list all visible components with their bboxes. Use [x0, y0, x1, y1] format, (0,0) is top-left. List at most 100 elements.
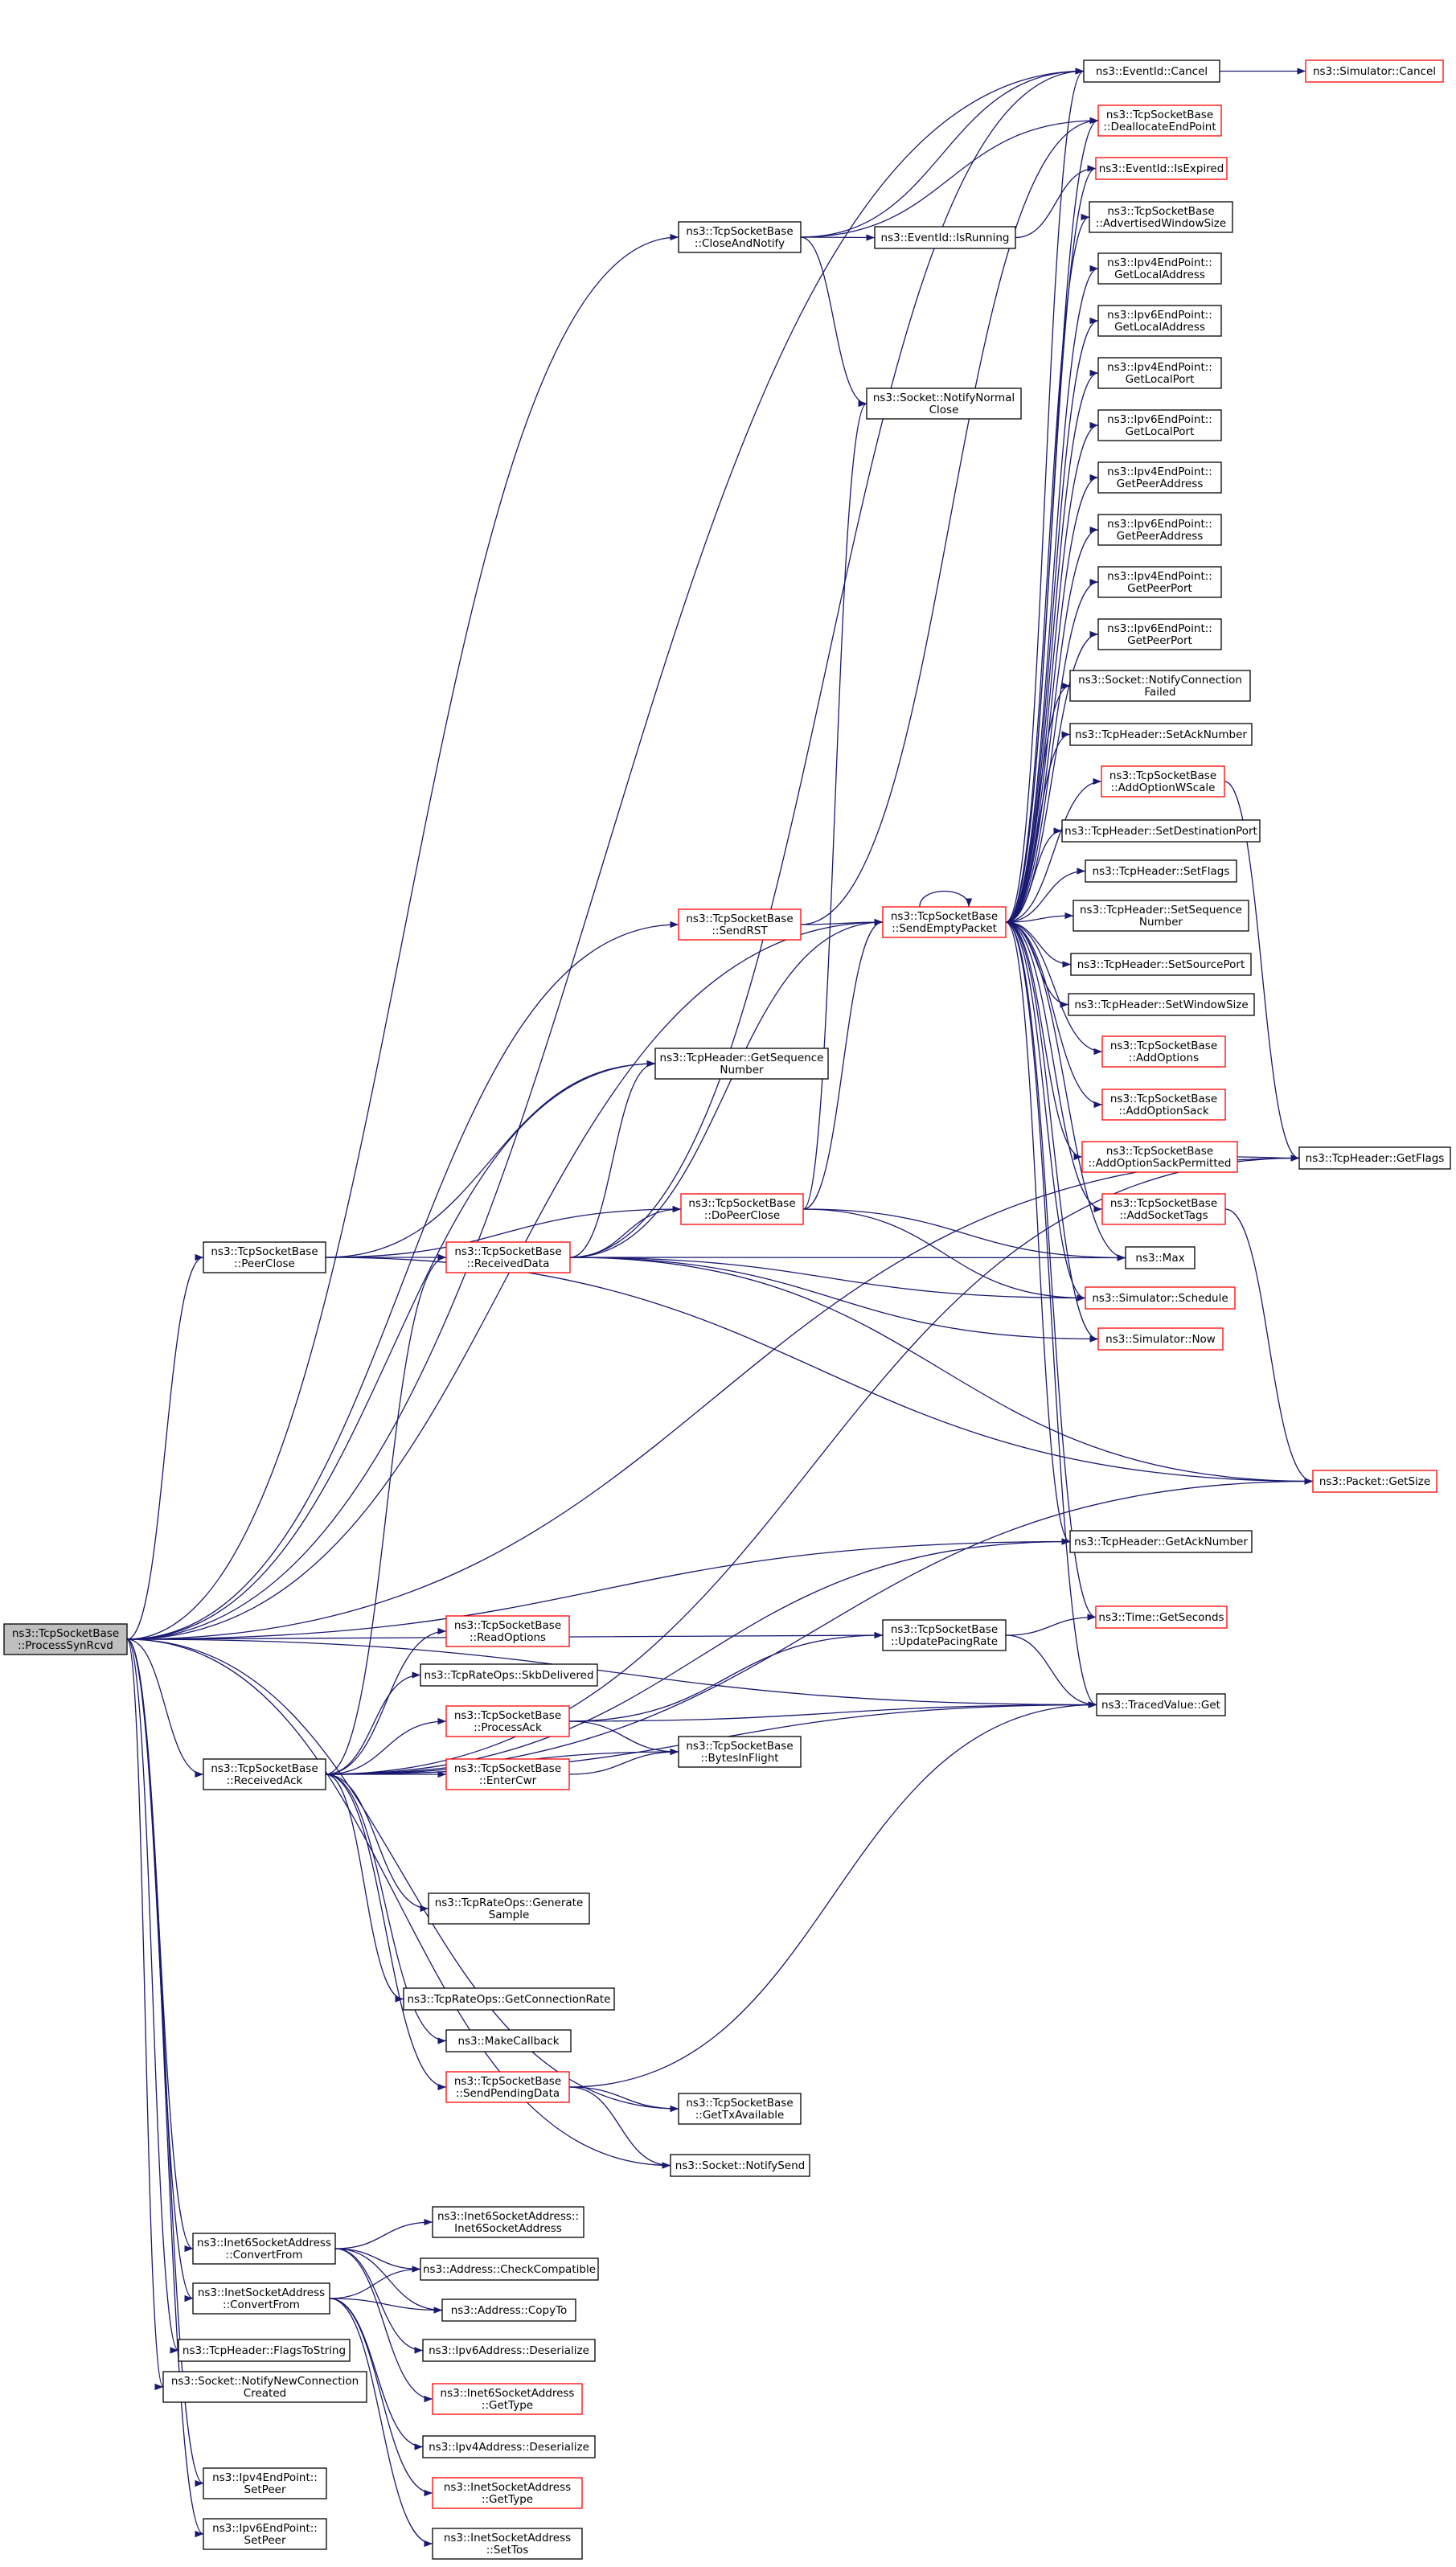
node-isrunning[interactable]: ns3::EventId::IsRunning [874, 226, 1016, 249]
node-ipv4lport[interactable]: ns3::Ipv4EndPoint::GetLocalPort [1097, 357, 1222, 389]
node-sendempty[interactable]: ns3::TcpSocketBase::SendEmptyPacket [882, 906, 1007, 938]
node-label-peerclose-line1: ::PeerClose [234, 1257, 295, 1270]
node-label-closeandnotify-line1: ::CloseAndNotify [695, 237, 785, 250]
node-addsack[interactable]: ns3::TcpSocketBase::AddOptionSack [1101, 1089, 1226, 1121]
node-label-advwin-line0: ns3::TcpSocketBase [1107, 205, 1214, 218]
node-getseconds[interactable]: ns3::Time::GetSeconds [1095, 1605, 1228, 1629]
node-getacknum[interactable]: ns3::TcpHeader::GetAckNumber [1069, 1530, 1253, 1553]
node-label-gettxavail-line0: ns3::TcpSocketBase [686, 2097, 793, 2110]
node-box-addoptions [1101, 1035, 1226, 1068]
node-ipv4setpeer[interactable]: ns3::Ipv4EndPoint::SetPeer [203, 2467, 327, 2499]
node-box-isexpired [1095, 157, 1228, 180]
node-bytesinflight[interactable]: ns3::TcpSocketBase::BytesInFlight [678, 1736, 802, 1768]
node-inettype[interactable]: ns3::InetSocketAddress::GetType [432, 2477, 583, 2509]
node-label-ipv4lport-line0: ns3::Ipv4EndPoint:: [1107, 361, 1212, 374]
node-addsackperm[interactable]: ns3::TcpSocketBase::AddOptionSackPermitt… [1081, 1141, 1238, 1173]
node-getconnrate[interactable]: ns3::TcpRateOps::GetConnectionRate [403, 1987, 615, 2011]
node-simcancel[interactable]: ns3::Simulator::Cancel [1305, 59, 1444, 83]
node-box-peerclose [203, 1241, 326, 1273]
node-box-simcancel [1305, 59, 1444, 83]
node-skbdelivered[interactable]: ns3::TcpRateOps::SkbDelivered [420, 1663, 598, 1687]
node-closeandnotify[interactable]: ns3::TcpSocketBase::CloseAndNotify [678, 221, 802, 253]
edge-dopeerclose-to-sendempty [802, 918, 884, 1210]
edge-sendempty-to-ipv6local [1005, 318, 1099, 923]
node-ipv6setpeer[interactable]: ns3::Ipv6EndPoint::SetPeer [203, 2518, 327, 2550]
node-setsport[interactable]: ns3::TcpHeader::SetSourcePort [1070, 953, 1252, 976]
node-label-bytesinflight-line0: ns3::TcpSocketBase [686, 1740, 793, 1753]
node-label-gettxavail-line1: ::GetTxAvailable [695, 2109, 785, 2122]
node-inet6type[interactable]: ns3::Inet6SocketAddress::GetType [432, 2383, 583, 2415]
node-updatepacing[interactable]: ns3::TcpSocketBase::UpdatePacingRate [882, 1619, 1007, 1651]
node-addwscale[interactable]: ns3::TcpSocketBase::AddOptionWScale [1101, 765, 1225, 798]
node-ipv6local[interactable]: ns3::Ipv6EndPoint::GetLocalAddress [1097, 305, 1222, 337]
node-label-getseq-line0: ns3::TcpHeader::GetSequence [660, 1052, 824, 1064]
node-tracedget[interactable]: ns3::TracedValue::Get [1096, 1693, 1226, 1716]
node-settos[interactable]: ns3::InetSocketAddress::SetTos [432, 2528, 583, 2560]
node-setack[interactable]: ns3::TcpHeader::SetAckNumber [1069, 723, 1253, 746]
node-now[interactable]: ns3::Simulator::Now [1097, 1327, 1224, 1351]
node-gettxavail[interactable]: ns3::TcpSocketBase::GetTxAvailable [678, 2093, 802, 2125]
node-receiveddata[interactable]: ns3::TcpSocketBase::ReceivedData [445, 1241, 571, 1273]
edge-peerclose-to-dopeerclose [325, 1205, 682, 1258]
edge-root-to-flagstostr [126, 1638, 179, 2354]
node-sendpending[interactable]: ns3::TcpSocketBase::SendPendingData [445, 2071, 570, 2103]
node-max[interactable]: ns3::Max [1125, 1246, 1196, 1269]
node-readoptions[interactable]: ns3::TcpSocketBase::ReadOptions [445, 1615, 570, 1647]
node-notifysend[interactable]: ns3::Socket::NotifySend [670, 2154, 810, 2177]
node-inet6ctor[interactable]: ns3::Inet6SocketAddress::Inet6SocketAddr… [432, 2206, 584, 2238]
node-label-notifysend-line0: ns3::Socket::NotifySend [675, 2159, 805, 2172]
node-ipv6peer[interactable]: ns3::Ipv6EndPoint::GetPeerAddress [1097, 514, 1222, 546]
node-getsize[interactable]: ns3::Packet::GetSize [1312, 1470, 1438, 1493]
node-addoptions[interactable]: ns3::TcpSocketBase::AddOptions [1101, 1035, 1226, 1068]
node-dealloc[interactable]: ns3::TcpSocketBase::DeallocateEndPoint [1097, 105, 1222, 137]
node-flagstostr[interactable]: ns3::TcpHeader::FlagsToString [178, 2339, 351, 2362]
node-schedule[interactable]: ns3::Simulator::Schedule [1085, 1286, 1236, 1310]
node-peerclose[interactable]: ns3::TcpSocketBase::PeerClose [203, 1241, 326, 1273]
node-addtags[interactable]: ns3::TcpSocketBase::AddSocketTags [1101, 1193, 1226, 1225]
node-sendrst[interactable]: ns3::TcpSocketBase::SendRST [678, 908, 802, 941]
node-ipv6pport[interactable]: ns3::Ipv6EndPoint::GetPeerPort [1097, 618, 1222, 650]
node-box-addwscale [1101, 765, 1225, 798]
node-ipv4local[interactable]: ns3::Ipv4EndPoint::GetLocalAddress [1097, 252, 1222, 285]
node-ipv6deser[interactable]: ns3::Ipv6Address::Deserialize [422, 2339, 596, 2362]
node-label-gensample-line1: Sample [489, 1909, 530, 1921]
node-label-processack-line0: ns3::TcpSocketBase [454, 1709, 561, 1722]
node-label-ipv4setpeer-line0: ns3::Ipv4EndPoint:: [212, 2471, 318, 2484]
node-processack[interactable]: ns3::TcpSocketBase::ProcessAck [445, 1705, 570, 1737]
node-label-addsackperm-line1: ::AddOptionSackPermitted [1088, 1157, 1231, 1170]
node-isexpired[interactable]: ns3::EventId::IsExpired [1095, 157, 1228, 180]
node-inetconv[interactable]: ns3::InetSocketAddress::ConvertFrom [192, 2282, 330, 2315]
node-inet6conv[interactable]: ns3::Inet6SocketAddress::ConvertFrom [192, 2233, 336, 2265]
node-makecallback[interactable]: ns3::MakeCallback [445, 2029, 572, 2052]
node-ipv4peer[interactable]: ns3::Ipv4EndPoint::GetPeerAddress [1097, 461, 1222, 494]
edge-root-to-gettxavail [126, 1638, 679, 2113]
node-setflags[interactable]: ns3::TcpHeader::SetFlags [1085, 859, 1237, 883]
node-label-sendrst-line1: ::SendRST [712, 925, 768, 937]
node-getflags[interactable]: ns3::TcpHeader::GetFlags [1298, 1146, 1451, 1170]
node-receivedack[interactable]: ns3::TcpSocketBase::ReceivedAck [203, 1758, 326, 1790]
edge-inet6conv-to-ipv6deser [334, 2248, 424, 2354]
node-box-schedule [1085, 1286, 1236, 1310]
node-label-checkcompat-line0: ns3::Address::CheckCompatible [423, 2263, 596, 2276]
node-checkcompat[interactable]: ns3::Address::CheckCompatible [420, 2257, 599, 2281]
node-entercwr[interactable]: ns3::TcpSocketBase::EnterCwr [445, 1758, 570, 1790]
node-copyto[interactable]: ns3::Address::CopyTo [441, 2298, 576, 2322]
node-label-ipv6deser-line0: ns3::Ipv6Address::Deserialize [429, 2344, 589, 2357]
node-advwin[interactable]: ns3::TcpSocketBase::AdvertisedWindowSize [1089, 201, 1233, 233]
node-ipv6lport[interactable]: ns3::Ipv6EndPoint::GetLocalPort [1097, 409, 1222, 441]
node-ipv4deser[interactable]: ns3::Ipv4Address::Deserialize [422, 2435, 596, 2458]
node-cancel[interactable]: ns3::EventId::Cancel [1083, 59, 1220, 83]
edge-closeandnotify-to-notifyclose [800, 236, 867, 408]
edge-processack-to-bytesinflight [568, 1720, 679, 1756]
node-setdport[interactable]: ns3::TcpHeader::SetDestinationPort [1061, 819, 1261, 843]
node-setwin[interactable]: ns3::TcpHeader::SetWindowSize [1068, 993, 1255, 1016]
node-box-inet6conv [192, 2233, 336, 2265]
node-dopeerclose[interactable]: ns3::TcpSocketBase::DoPeerClose [680, 1193, 804, 1225]
node-ipv4pport[interactable]: ns3::Ipv4EndPoint::GetPeerPort [1097, 566, 1222, 598]
